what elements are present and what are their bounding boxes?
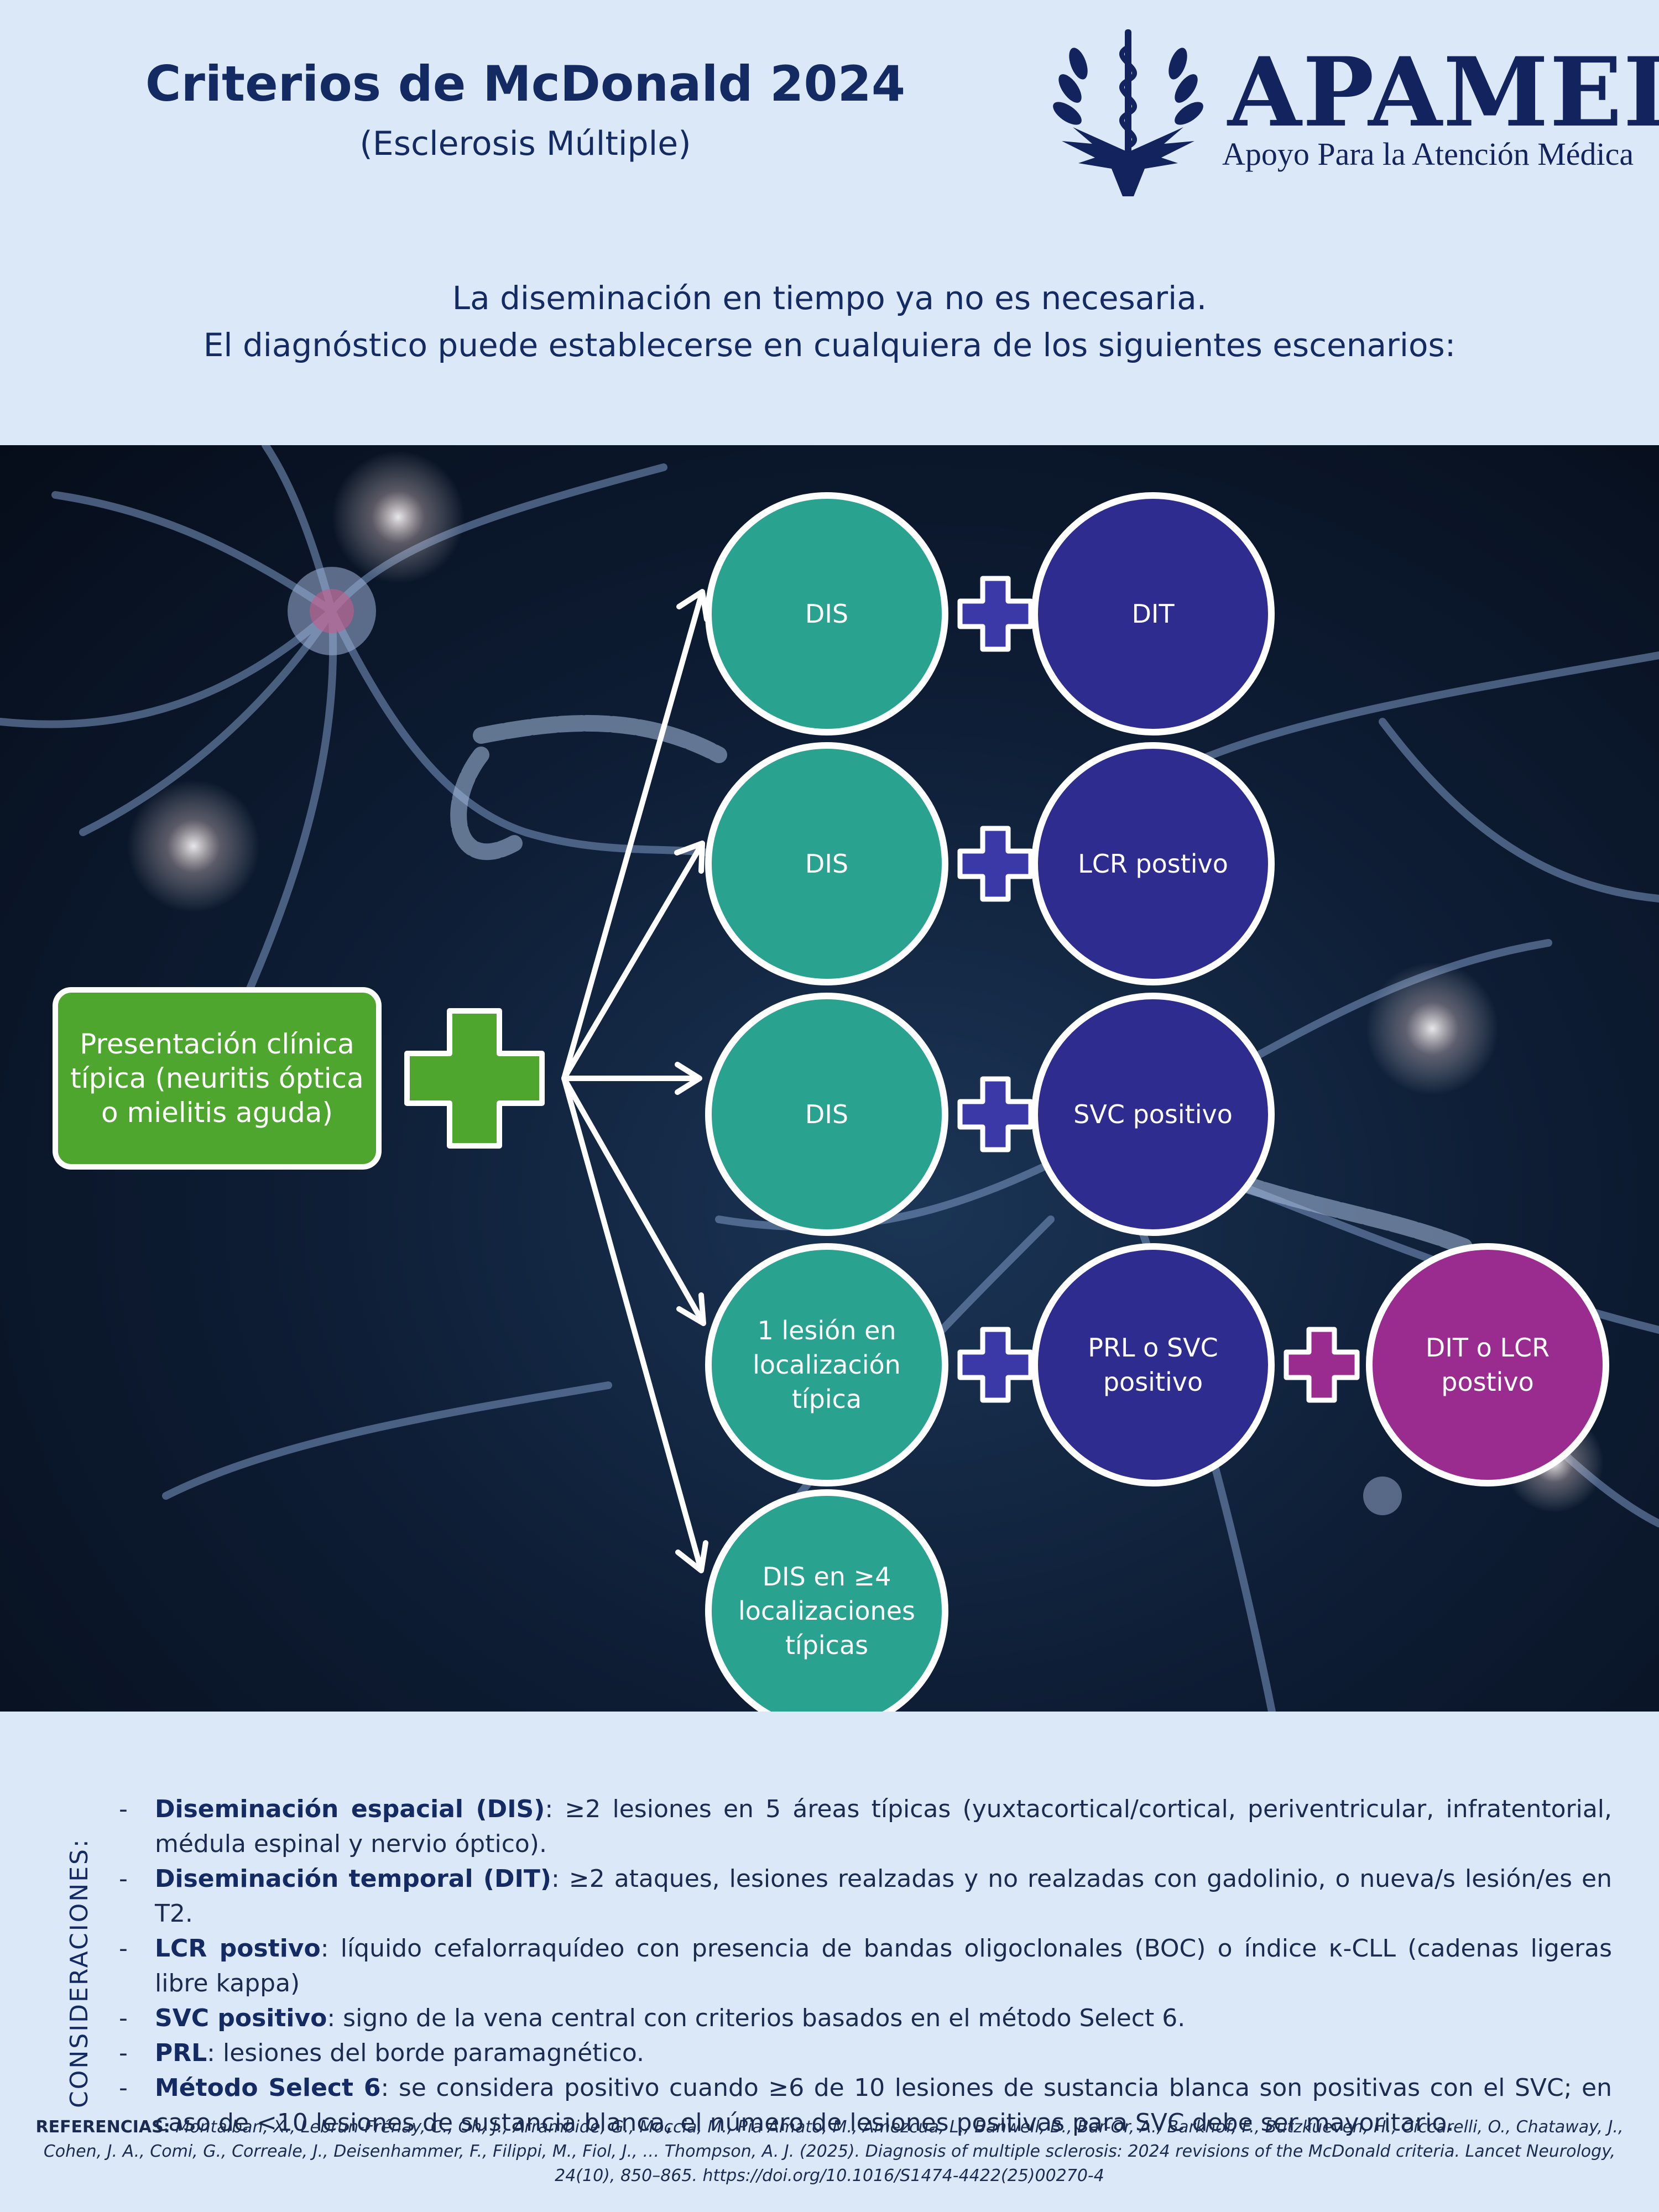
plus-icon — [1284, 1327, 1360, 1403]
list-item: Diseminación temporal (DIT): ≥2 ataques,… — [119, 1861, 1612, 1931]
list-item: LCR postivo: líquido cefalorraquídeo con… — [119, 1931, 1612, 2001]
item-term: LCR postivo — [155, 1934, 321, 1963]
laurel-eagle-icon — [1053, 29, 1203, 196]
item-desc: : líquido cefalorraquídeo con presencia … — [155, 1934, 1613, 1997]
arrow-row-4 — [561, 1076, 706, 1326]
page-title: Criterios de McDonald 2024 — [145, 55, 906, 112]
node-label: DIS — [805, 849, 849, 879]
arrow-row-2 — [561, 841, 705, 1081]
considerations-label: CONSIDERACIONES: — [65, 1838, 93, 2108]
node-label: DIS — [805, 599, 849, 629]
item-desc: : lesiones del borde paramagnético. — [207, 2039, 645, 2067]
item-term: Diseminación temporal (DIT) — [155, 1865, 552, 1893]
flow-node-dis: DIS — [705, 742, 948, 985]
item-term: SVC positivo — [155, 2004, 327, 2032]
node-label: 1 lesión en localización típica — [753, 1316, 901, 1414]
node-label: SVC positivo — [1073, 1099, 1233, 1129]
flow-node-dit: DIT — [1031, 492, 1275, 735]
list-item: SVC positivo: signo de la vena central c… — [119, 2001, 1612, 2036]
item-desc: : se considera positivo cuando ≥6 de 10 … — [155, 2074, 1613, 2137]
node-label: DIT — [1131, 599, 1175, 629]
item-desc: : ≥2 lesiones en 5 áreas típicas (yuxtac… — [155, 1795, 1612, 1858]
references-text: Montalban, X., Lebrun-Frénay, C., Oh, J.… — [43, 2117, 1624, 2185]
flow-node-lcr: LCR postivo — [1031, 742, 1275, 985]
list-item: Diseminación espacial (DIS): ≥2 lesiones… — [119, 1792, 1612, 1861]
flow-node-prl-svc: PRL o SVC positivo — [1031, 1243, 1275, 1486]
considerations-list: Diseminación espacial (DIS): ≥2 lesiones… — [119, 1792, 1612, 2140]
node-label: DIS — [805, 1099, 849, 1129]
node-label: DIS en ≥4 localizaciones típicas — [738, 1562, 915, 1660]
header-section: Criterios de McDonald 2024 (Esclerosis M… — [0, 0, 1659, 420]
apamed-logo: APAMED Apoyo Para la Atención Médica — [1040, 25, 1659, 202]
item-desc: : signo de la vena central con criterios… — [327, 2004, 1186, 2032]
flow-node-dit-lcr: DIT o LCR postivo — [1366, 1243, 1609, 1486]
flow-node-svc: SVC positivo — [1031, 993, 1275, 1236]
arrow-row-5 — [561, 1076, 708, 1573]
plus-icon — [957, 1076, 1034, 1152]
node-label: PRL o SVC positivo — [1088, 1333, 1218, 1397]
item-term: Diseminación espacial (DIS) — [155, 1795, 545, 1823]
start-label: Presentación clínica típica (neuritis óp… — [70, 1028, 364, 1129]
item-term: Método Select 6 — [155, 2074, 381, 2102]
item-desc: : ≥2 ataques, lesiones realzadas y no re… — [155, 1865, 1612, 1928]
references: REFERENCIAS: Montalban, X., Lebrun-Fréna… — [22, 2115, 1637, 2188]
list-item: PRL: lesiones del borde paramagnético. — [119, 2036, 1612, 2070]
arrow-row-3 — [561, 1062, 702, 1095]
page-subtitle: (Esclerosis Múltiple) — [359, 124, 691, 163]
clinical-presentation-box: Presentación clínica típica (neuritis óp… — [53, 987, 382, 1170]
big-plus-icon — [404, 1008, 545, 1149]
plus-icon — [957, 1327, 1034, 1403]
plus-icon — [957, 826, 1034, 902]
flow-node-dis: DIS — [705, 993, 948, 1236]
item-term: PRL — [155, 2039, 207, 2067]
node-label: LCR postivo — [1078, 849, 1228, 879]
logo-name: APAMED — [1228, 36, 1659, 148]
diagram-panel: DIS DIT DIS LCR postivo DIS SVC positivo… — [0, 445, 1659, 1712]
node-label: DIT o LCR postivo — [1425, 1333, 1550, 1397]
intro-line-2: El diagnóstico puede establecerse en cua… — [203, 326, 1456, 364]
flow-node-dis: DIS — [705, 492, 948, 735]
intro-line-1: La diseminación en tiempo ya no es neces… — [452, 279, 1207, 317]
references-label: REFERENCIAS: — [35, 2117, 170, 2137]
plus-icon — [957, 576, 1034, 652]
arrow-row-1 — [561, 589, 709, 1081]
flow-node-single-lesion: 1 lesión en localización típica — [705, 1243, 948, 1486]
logo-tagline: Apoyo Para la Atención Médica — [1222, 136, 1634, 172]
list-item: Método Select 6: se considera positivo c… — [119, 2070, 1612, 2140]
